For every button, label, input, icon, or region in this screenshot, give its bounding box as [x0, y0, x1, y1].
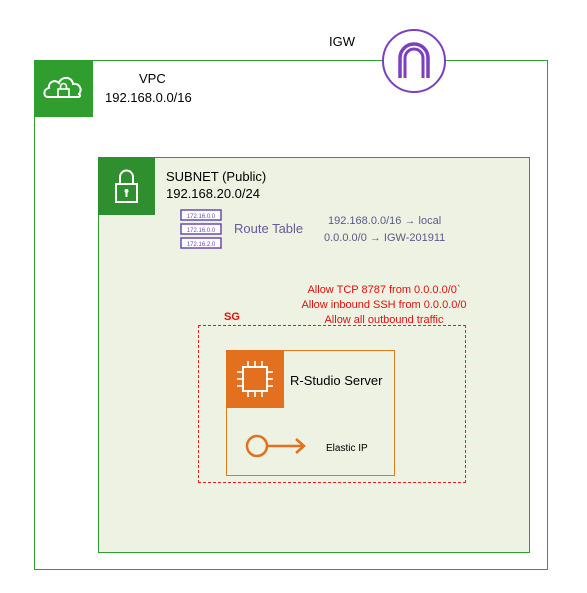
server-label: R-Studio Server: [290, 373, 383, 388]
vpc-cidr: 192.168.0.0/16: [105, 90, 192, 105]
vpc-label: VPC: [139, 71, 166, 86]
route-icon-row-2: 172.16.0.0: [187, 228, 216, 234]
elastic-ip-label: Elastic IP: [326, 443, 368, 454]
sg-rule: Allow inbound SSH from 0.0.0.0/0: [301, 299, 467, 311]
sg-rule: Allow all outbound traffic: [324, 314, 444, 326]
gateway-icon: [381, 28, 447, 94]
security-group-container: [198, 325, 466, 483]
route-icon-row-3: 172.16.2.0: [187, 242, 216, 248]
subnet-cidr: 192.168.20.0/24: [166, 186, 260, 201]
route-table-icon: 172.16.0.0 172.16.0.0 172.16.2.0: [180, 209, 222, 249]
vpc-container: [34, 60, 548, 570]
route-table-label: Route Table: [234, 221, 304, 236]
subnet-container: [98, 157, 530, 553]
chip-icon: [226, 350, 284, 408]
route-entry: 0.0.0.0/0 → IGW-201911: [324, 232, 446, 244]
subnet-label: SUBNET (Public): [166, 169, 267, 184]
route-icon-row-1: 172.16.0.0: [187, 214, 216, 220]
route-entry: 192.168.0.0/16 → local: [328, 215, 442, 227]
elastic-ip-icon: [244, 433, 308, 459]
sg-rules: Allow TCP 8787 from 0.0.0.0/0` Allow inb…: [286, 283, 482, 328]
sg-rule: Allow TCP 8787 from 0.0.0.0/0`: [307, 284, 461, 296]
cloud-lock-icon: [35, 61, 93, 117]
lock-icon: [98, 157, 155, 215]
sg-label: SG: [224, 311, 240, 323]
route-entries: 192.168.0.0/16 → local 0.0.0.0/0 → IGW-2…: [324, 213, 445, 247]
igw-label: IGW: [329, 34, 355, 49]
